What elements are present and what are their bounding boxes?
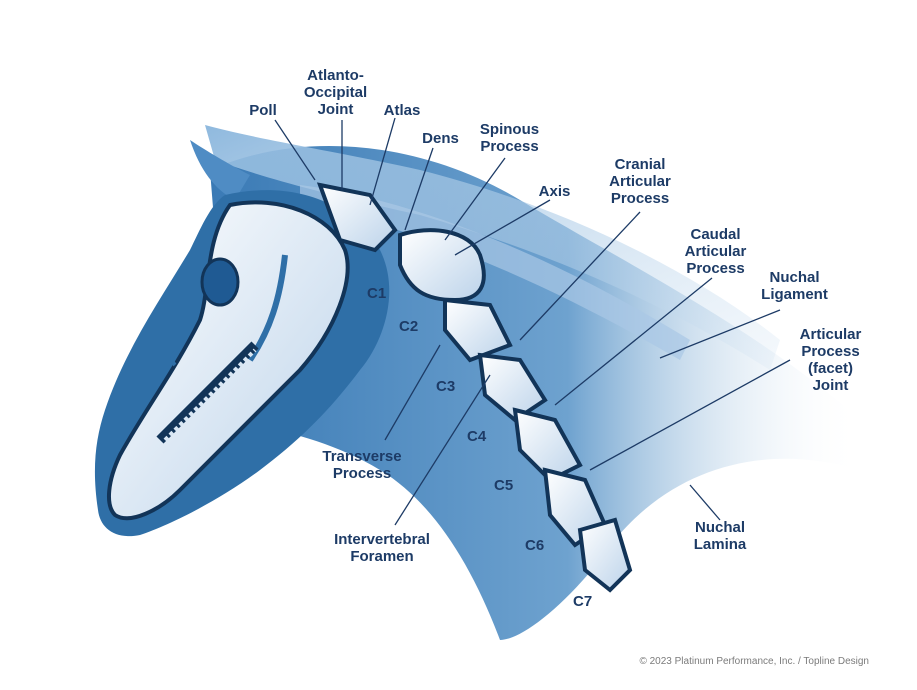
c3-bone (443, 297, 513, 363)
label-atlanto-occipital-joint: Atlanto- Occipital Joint (303, 67, 368, 118)
label-spinous-process: Spinous Process (479, 121, 540, 155)
c4-bone (477, 352, 548, 423)
jaw-teeth (156, 341, 259, 444)
label-c7: C7 (573, 593, 593, 610)
label-c2: C2 (399, 318, 419, 335)
label-axis: Axis (538, 183, 571, 200)
label-cranial-articular-process: Cranial Articular Process (609, 156, 671, 207)
atlas-bone (316, 182, 398, 253)
nuchal-ligament-band (300, 185, 690, 360)
axis-bone (398, 228, 486, 303)
label-nuchal-ligament: Nuchal Ligament (761, 269, 828, 303)
mane-band (205, 125, 780, 370)
jaw-teeth-inner (163, 348, 257, 442)
label-c5: C5 (494, 477, 514, 494)
label-atlas: Atlas (383, 102, 421, 119)
eye-socket (200, 257, 240, 307)
label-c3: C3 (436, 378, 456, 395)
label-dens: Dens (422, 130, 459, 147)
label-articular-process-facet-joint: Articular Process (facet) Joint (799, 326, 862, 394)
label-c4: C4 (467, 428, 487, 445)
ear-shape (190, 140, 250, 200)
skull-bone (107, 200, 350, 521)
leader-lines (274, 117, 791, 526)
label-transverse-process: Transverse Process (322, 448, 402, 482)
copyright-notice: © 2023 Platinum Performance, Inc. / Topl… (639, 656, 869, 667)
label-nuchal-lamina: Nuchal Lamina (693, 519, 747, 553)
label-c6: C6 (525, 537, 545, 554)
label-poll: Poll (249, 102, 277, 119)
c5-bone (512, 407, 583, 483)
c7-bone (577, 517, 633, 593)
nostril (170, 350, 179, 367)
label-intervertebral-foramen: Intervertebral Foramen (334, 531, 430, 565)
label-c1: C1 (367, 285, 387, 302)
label-caudal-articular-process: Caudal Articular Process (684, 226, 747, 277)
